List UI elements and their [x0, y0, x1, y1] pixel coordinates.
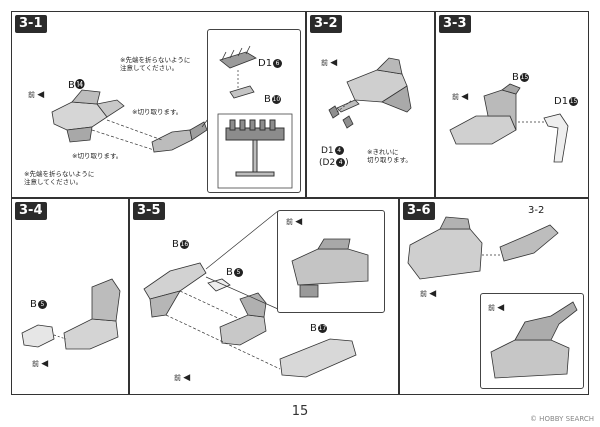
- part-label-b14: B⓮: [68, 80, 85, 91]
- note-tip-care-1: ※先端を折らないように 注意してください。: [120, 56, 191, 72]
- note-cut-2: ※切り取ります。: [72, 152, 123, 160]
- ref-step-3-2: 3-2: [528, 205, 545, 216]
- arrow-left-icon: ◀: [41, 359, 49, 369]
- part-body-assembled: [407, 216, 483, 280]
- step-3-5-illustration: [143, 210, 357, 378]
- front-indicator: 前 ◀: [452, 92, 469, 102]
- part-b16: [143, 262, 207, 318]
- arrow-left-icon: ◀: [461, 92, 469, 102]
- step-number: 3-6: [403, 202, 435, 220]
- step-number: 3-5: [133, 202, 165, 220]
- step-number: 3-3: [439, 15, 471, 33]
- inset-illustration: [217, 45, 293, 189]
- arrow-left-icon: ◀: [429, 289, 437, 299]
- arrow-left-icon: ◀: [183, 373, 191, 383]
- part-small-pieces: [328, 105, 354, 129]
- part-comb: [219, 45, 257, 69]
- inset-detail: [480, 293, 584, 389]
- part-body-b14: [51, 89, 125, 143]
- part-assembled: [291, 238, 369, 298]
- part-base: [63, 278, 121, 350]
- step-3-1-illustration: [51, 89, 218, 153]
- front-indicator: 前 ◀: [321, 58, 338, 68]
- watermark: © HOBBY SEARCH: [529, 415, 594, 423]
- step-3-4-illustration: [21, 278, 121, 350]
- step-3-3-illustration: [449, 83, 569, 163]
- part-final-assembly: [490, 301, 578, 379]
- part-b5: [21, 324, 55, 348]
- arrow-left-icon: ◀: [497, 303, 505, 313]
- front-indicator: 前 ◀: [32, 359, 49, 369]
- part-b5: [207, 278, 231, 292]
- note-clean-cut: ※きれいに 切り取ります。: [367, 148, 412, 164]
- step-3-2-illustration: [328, 57, 412, 129]
- part-b10: [229, 85, 255, 99]
- arrow-left-icon: ◀: [330, 58, 338, 68]
- front-indicator: 前 ◀: [28, 90, 45, 100]
- arrow-left-icon: ◀: [37, 90, 45, 100]
- part-3-2-sub: [499, 224, 559, 262]
- front-indicator: 前 ◀: [174, 373, 191, 383]
- front-indicator-inset: 前 ◀: [488, 303, 505, 313]
- step-number: 3-4: [15, 202, 47, 220]
- part-frame: [336, 57, 412, 113]
- step-number: 3-2: [310, 15, 342, 33]
- front-indicator-inset: 前 ◀: [286, 217, 303, 227]
- part-d1-15: [543, 113, 569, 163]
- part-b17: [279, 338, 357, 378]
- part-middle: [219, 292, 267, 346]
- inset-detail: [277, 210, 385, 313]
- inset-illustration: [291, 238, 369, 298]
- arrow-left-icon: ◀: [295, 217, 303, 227]
- step-3-1-panel: 3-1 B⓮ 前 ◀ ※先端を折らないように 注意してください。 ※切り取ります…: [11, 11, 306, 198]
- step-number: 3-1: [15, 15, 47, 33]
- page-number: 15: [291, 404, 309, 419]
- part-front-view: [225, 119, 285, 177]
- note-cut-1: ※切り取ります。: [132, 108, 183, 116]
- part-d1-detail: [151, 121, 208, 153]
- front-indicator: 前 ◀: [420, 289, 437, 299]
- part-body-b15: [449, 83, 521, 145]
- step-3-6-illustration: [407, 216, 559, 280]
- inset-illustration: [490, 301, 578, 379]
- step-3-6-panel: 3-6 3-2 前 ◀ 前 ◀: [399, 198, 589, 395]
- note-tip-care-2: ※先端を折らないように 注意してください。: [24, 170, 95, 186]
